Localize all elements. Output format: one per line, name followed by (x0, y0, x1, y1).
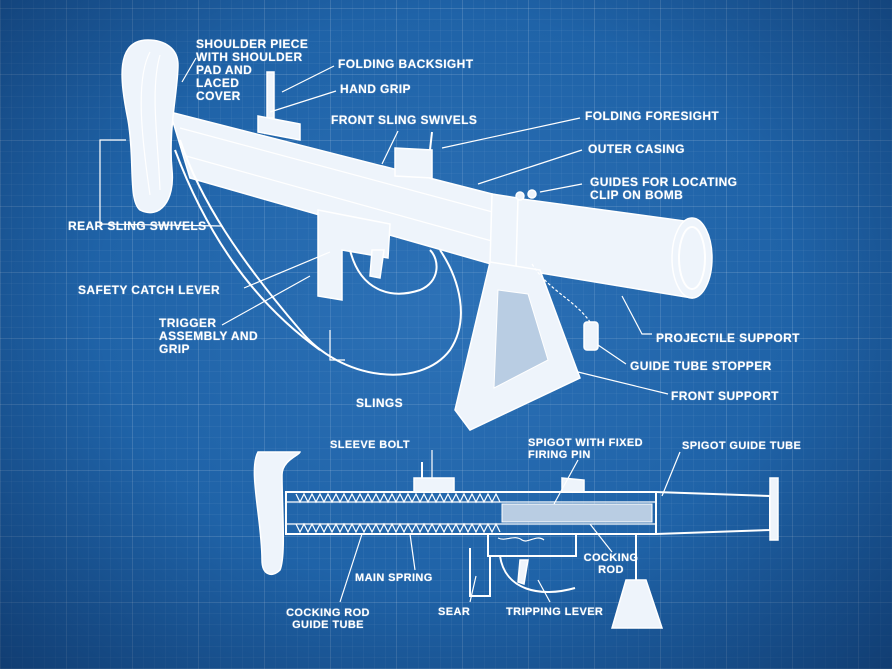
label-cocking-rod: COCKING ROD (583, 552, 639, 576)
cutaway-shoulder-piece (253, 451, 301, 576)
shoulder-piece (121, 39, 179, 214)
label-trigger-assembly: TRIGGER ASSEMBLY AND GRIP (159, 316, 259, 356)
label-guides-clip: GUIDES FOR LOCATING CLIP ON BOMB (590, 175, 738, 202)
spigot (501, 503, 653, 523)
trigger-housing (317, 209, 391, 301)
label-projectile-support: PROJECTILE SUPPORT (656, 331, 800, 345)
weapon-exterior-view (121, 39, 713, 431)
foresight-block (394, 147, 433, 179)
label-sear: SEAR (438, 606, 471, 618)
sleeve-bolt (413, 477, 455, 493)
label-front-sling-swivels: FRONT SLING SWIVELS (331, 113, 478, 127)
trigger-guard (349, 249, 438, 295)
label-safety-catch-lever: SAFETY CATCH LEVER (78, 283, 221, 297)
cutaway-trigger-grip (469, 548, 491, 597)
label-tripping-lever: TRIPPING LEVER (506, 606, 604, 618)
spigot-guide-tube (655, 491, 771, 535)
label-guide-tube-stopper: GUIDE TUBE STOPPER (630, 359, 772, 373)
label-slings: SLINGS (356, 396, 404, 410)
guide-tube-stopper (583, 321, 599, 351)
top-leader-lines (99, 57, 669, 395)
label-hand-grip: HAND GRIP (340, 82, 411, 96)
label-front-support: FRONT SUPPORT (671, 389, 779, 403)
cutaway-main-spring (295, 492, 501, 534)
label-spigot-fixed-pin: SPIGOT WITH FIXED FIRING PIN (528, 437, 643, 461)
label-shoulder-piece: SHOULDER PIECE WITH SHOULDER PAD AND LAC… (196, 37, 309, 103)
label-folding-foresight: FOLDING FORESIGHT (585, 109, 720, 123)
label-main-spring: MAIN SPRING (355, 572, 433, 584)
cutaway-main-tube (285, 491, 657, 535)
label-folding-backsight: FOLDING BACKSIGHT (338, 57, 474, 71)
bottom-leader-lines (339, 450, 681, 603)
cutaway-trigger-guard (499, 555, 576, 594)
trigger-mechanism-box (487, 533, 577, 557)
clip-guides (489, 193, 519, 269)
label-outer-casing: OUTER CASING (588, 142, 685, 156)
backsight-post (266, 71, 275, 119)
label-rear-sling-swivels: REAR SLING SWIVELS (68, 219, 207, 233)
spigot-fixed-pin-block (561, 477, 585, 493)
label-sleeve-bolt: SLEEVE BOLT (330, 439, 410, 451)
label-cocking-rod-guide-tube: COCKING ROD GUIDE TUBE (286, 607, 370, 631)
stopper-chain (531, 263, 591, 323)
cutaway-front-support (611, 579, 664, 629)
weapon-cutaway-view (253, 451, 779, 629)
label-spigot-guide-tube: SPIGOT GUIDE TUBE (682, 440, 802, 452)
